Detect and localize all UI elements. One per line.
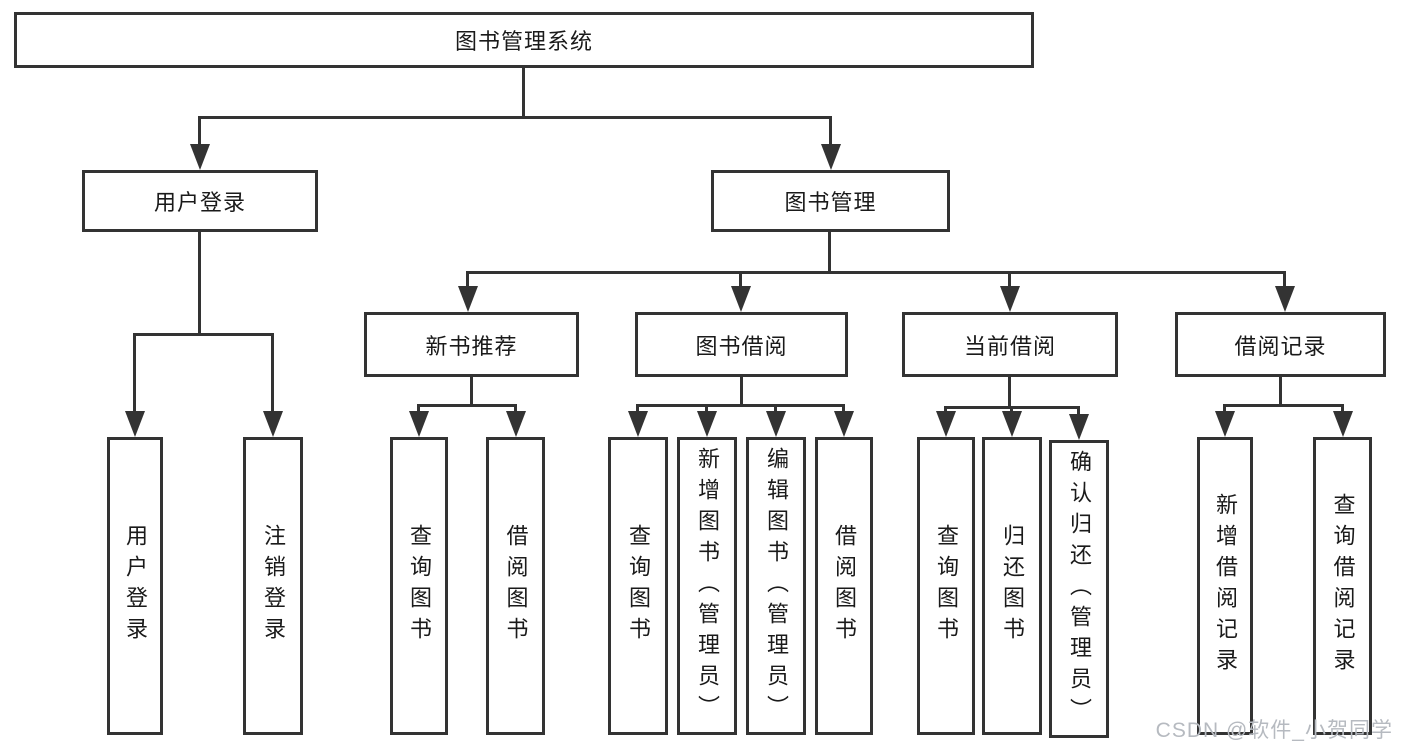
leaf-label: 注销登录 <box>261 524 286 648</box>
leaf-label: 查询图书 <box>934 524 959 648</box>
leaf-label: 查询借阅记录 <box>1330 493 1356 679</box>
leaf-add-borrow-record: 新增借阅记录 <box>1197 437 1253 735</box>
node-user-login: 用户登录 <box>82 170 318 232</box>
connector-line <box>133 333 274 336</box>
connector-line <box>1008 377 1011 409</box>
arrowhead-down <box>1002 411 1022 437</box>
connector-line <box>636 404 845 407</box>
connector-line <box>1283 271 1286 289</box>
leaf-label: 新增图书（管理员） <box>695 446 720 726</box>
arrowhead-down <box>697 411 717 437</box>
connector-line <box>1279 377 1282 407</box>
node-current-borrowing: 当前借阅 <box>902 312 1118 377</box>
leaf-query-books-current: 查询图书 <box>917 437 975 735</box>
connector-line <box>470 377 473 407</box>
node-book-management: 图书管理 <box>711 170 950 232</box>
node-label: 图书借阅 <box>695 333 788 359</box>
leaf-edit-book-admin: 编辑图书（管理员） <box>746 437 806 735</box>
connector-line <box>198 232 201 336</box>
arrowhead-down <box>1333 411 1353 437</box>
arrowhead-down <box>1000 286 1020 312</box>
connector-line <box>466 271 469 289</box>
arrowhead-down <box>936 411 956 437</box>
leaf-label: 归还图书 <box>1000 524 1025 648</box>
connector-line <box>514 404 517 414</box>
connector-line <box>466 271 1286 274</box>
arrowhead-down <box>458 286 478 312</box>
arrowhead-down <box>1275 286 1295 312</box>
node-label: 图书管理 <box>784 190 877 215</box>
connector-line <box>740 377 743 407</box>
arrowhead-down <box>263 411 283 437</box>
leaf-label: 编辑图书（管理员） <box>764 446 789 726</box>
leaf-borrow-books-recommend: 借阅图书 <box>486 437 545 735</box>
connector-line <box>829 116 832 148</box>
node-borrow-records: 借阅记录 <box>1175 312 1386 377</box>
leaf-logout: 注销登录 <box>243 437 303 735</box>
connector-line <box>828 232 831 274</box>
connector-line <box>198 116 832 119</box>
arrowhead-down <box>731 286 751 312</box>
arrowhead-down <box>125 411 145 437</box>
node-label: 新书推荐 <box>425 333 518 359</box>
connector-line <box>417 404 420 414</box>
csdn-watermark: CSDN @软件_小贺同学 <box>1155 719 1393 742</box>
connector-line <box>705 404 708 414</box>
leaf-query-borrow-record: 查询借阅记录 <box>1313 437 1372 735</box>
connector-line <box>271 333 274 415</box>
connector-line <box>1077 406 1080 414</box>
leaf-label: 借阅图书 <box>832 524 857 648</box>
connector-line <box>1223 404 1344 407</box>
connector-line <box>1341 404 1344 414</box>
node-label: 用户登录 <box>153 190 246 215</box>
leaf-add-book-admin: 新增图书（管理员） <box>677 437 737 735</box>
connector-line <box>522 68 525 118</box>
arrowhead-down <box>1069 414 1089 440</box>
arrowhead-down <box>834 411 854 437</box>
node-book-borrowing: 图书借阅 <box>635 312 848 377</box>
arrowhead-down <box>1215 411 1235 437</box>
leaf-confirm-return-admin: 确认归还（管理员） <box>1049 440 1109 738</box>
leaf-label: 借阅图书 <box>503 524 529 648</box>
arrowhead-down <box>821 144 841 170</box>
connector-line <box>842 404 845 414</box>
connector-line <box>198 116 201 148</box>
connector-line <box>739 271 742 289</box>
arrowhead-down <box>190 144 210 170</box>
leaf-user-login: 用户登录 <box>107 437 163 735</box>
arrowhead-down <box>506 411 526 437</box>
connector-line <box>133 333 136 415</box>
arrowhead-down <box>628 411 648 437</box>
leaf-query-books-recommend: 查询图书 <box>390 437 448 735</box>
connector-line <box>774 404 777 414</box>
node-label: 借阅记录 <box>1234 333 1327 359</box>
leaf-label: 确认归还（管理员） <box>1067 449 1092 729</box>
leaf-label: 用户登录 <box>123 524 148 648</box>
arrowhead-down <box>409 411 429 437</box>
connector-line <box>1008 271 1011 289</box>
connector-line <box>636 404 639 414</box>
connector-line <box>1223 404 1226 414</box>
node-label: 图书管理系统 <box>454 29 593 54</box>
node-book-management-system: 图书管理系统 <box>14 12 1034 68</box>
node-new-book-recommend: 新书推荐 <box>364 312 579 377</box>
leaf-label: 新增借阅记录 <box>1213 493 1238 679</box>
leaf-label: 查询图书 <box>407 524 432 648</box>
leaf-return-book: 归还图书 <box>982 437 1042 735</box>
leaf-label: 查询图书 <box>626 524 651 648</box>
leaf-borrow-books: 借阅图书 <box>815 437 873 735</box>
connector-line <box>417 404 517 407</box>
node-label: 当前借阅 <box>963 333 1056 359</box>
leaf-query-books-borrowing: 查询图书 <box>608 437 668 735</box>
connector-line <box>1010 406 1013 414</box>
arrowhead-down <box>766 411 786 437</box>
connector-line <box>944 406 947 414</box>
